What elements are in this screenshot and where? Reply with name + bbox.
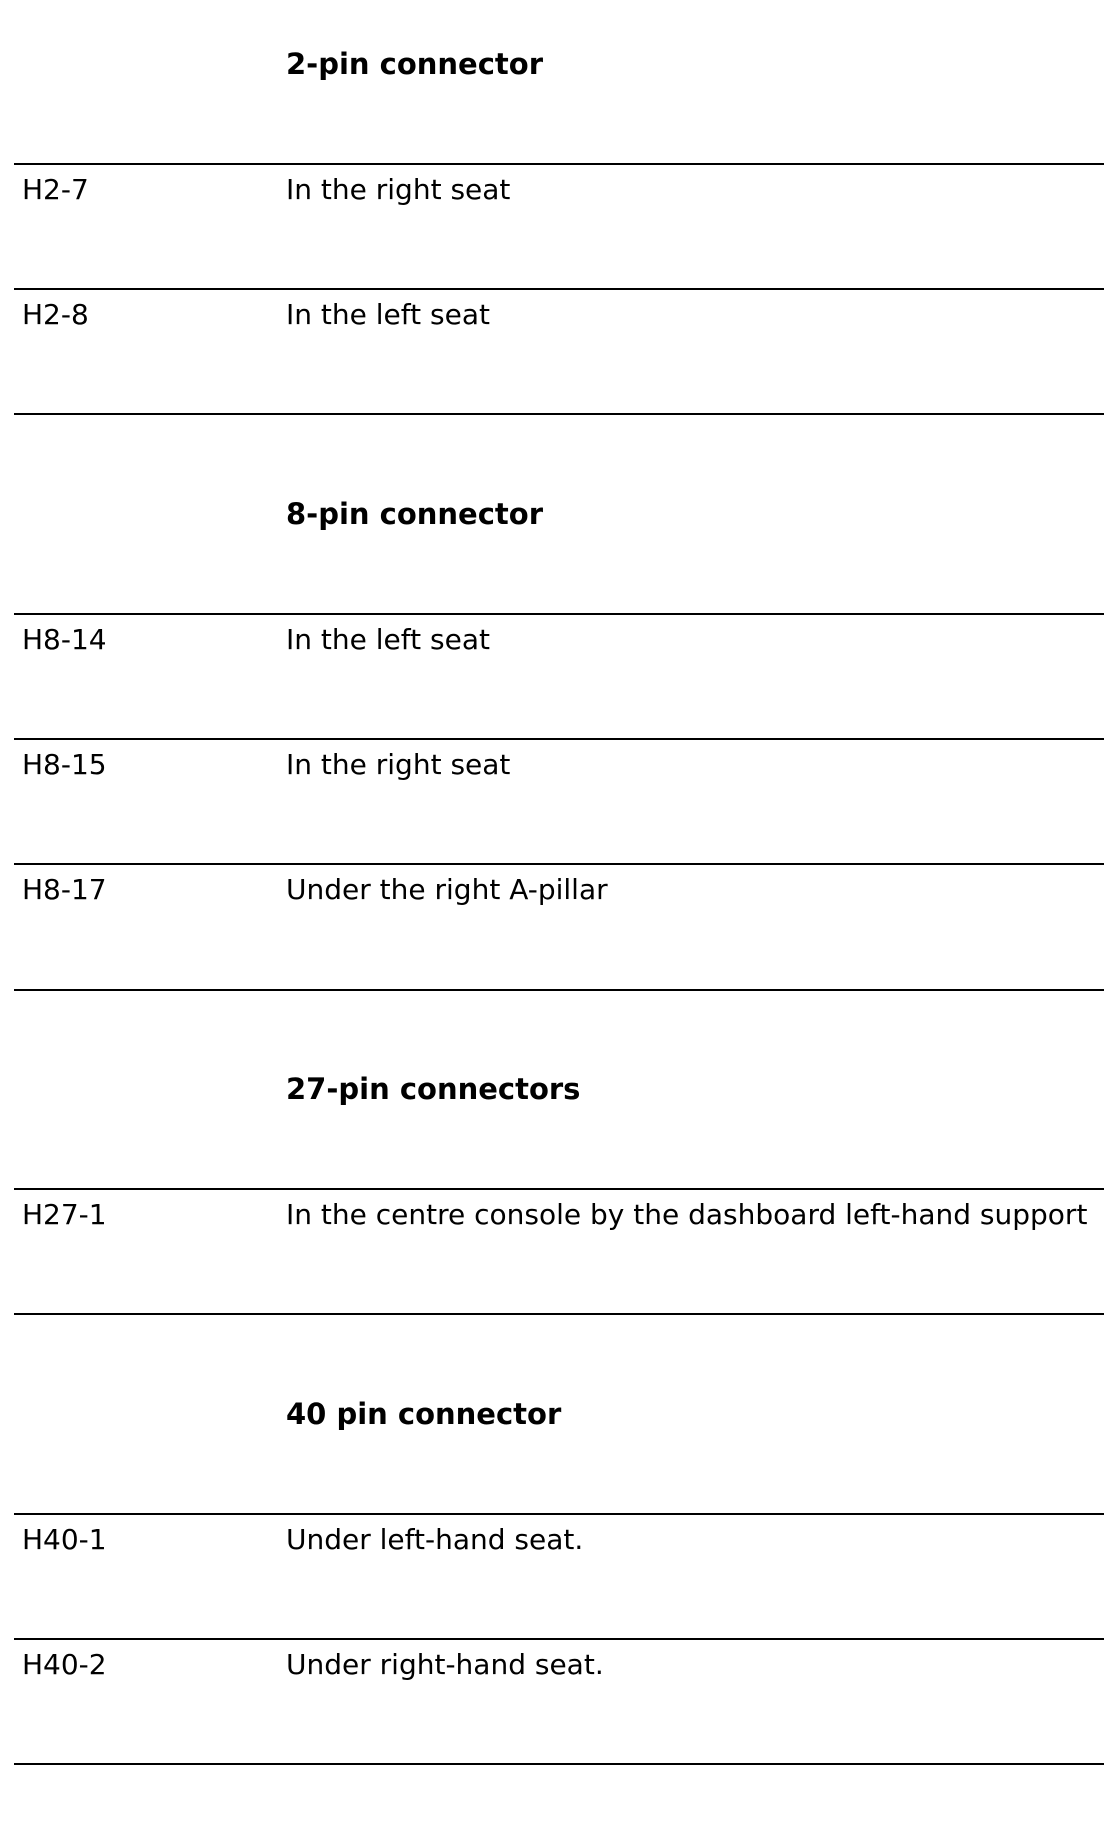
table-rule <box>14 613 1104 615</box>
connector-code: H2-7 <box>22 173 89 206</box>
section-heading-40-pin: 40 pin connector <box>286 1397 562 1431</box>
section-heading-2-pin: 2-pin connector <box>286 47 544 81</box>
connector-location: Under the right A-pillar <box>286 873 608 906</box>
connector-code: H27-1 <box>22 1198 107 1231</box>
table-rule <box>14 163 1104 165</box>
table-rule <box>14 1313 1104 1315</box>
connector-location: Under right-hand seat. <box>286 1648 604 1681</box>
connector-code: H40-1 <box>22 1523 107 1556</box>
connector-code: H8-15 <box>22 748 107 781</box>
table-rule <box>14 413 1104 415</box>
table-rule <box>14 1638 1104 1640</box>
connector-location: In the left seat <box>286 623 490 656</box>
table-rule <box>14 863 1104 865</box>
table-rule <box>14 738 1104 740</box>
section-heading-8-pin: 8-pin connector <box>286 497 544 531</box>
connector-code: H8-14 <box>22 623 107 656</box>
connector-location: In the right seat <box>286 173 511 206</box>
table-rule <box>14 288 1104 290</box>
connector-location: In the right seat <box>286 748 511 781</box>
connector-location: Under left-hand seat. <box>286 1523 584 1556</box>
connector-code: H40-2 <box>22 1648 107 1681</box>
connector-code: H8-17 <box>22 873 107 906</box>
table-rule <box>14 989 1104 991</box>
connector-location: In the centre console by the dashboard l… <box>286 1198 1088 1231</box>
connector-location: In the left seat <box>286 298 490 331</box>
table-rule <box>14 1188 1104 1190</box>
table-rule <box>14 1763 1104 1765</box>
connector-code: H2-8 <box>22 298 89 331</box>
section-heading-27-pin: 27-pin connectors <box>286 1072 581 1106</box>
table-rule <box>14 1513 1104 1515</box>
